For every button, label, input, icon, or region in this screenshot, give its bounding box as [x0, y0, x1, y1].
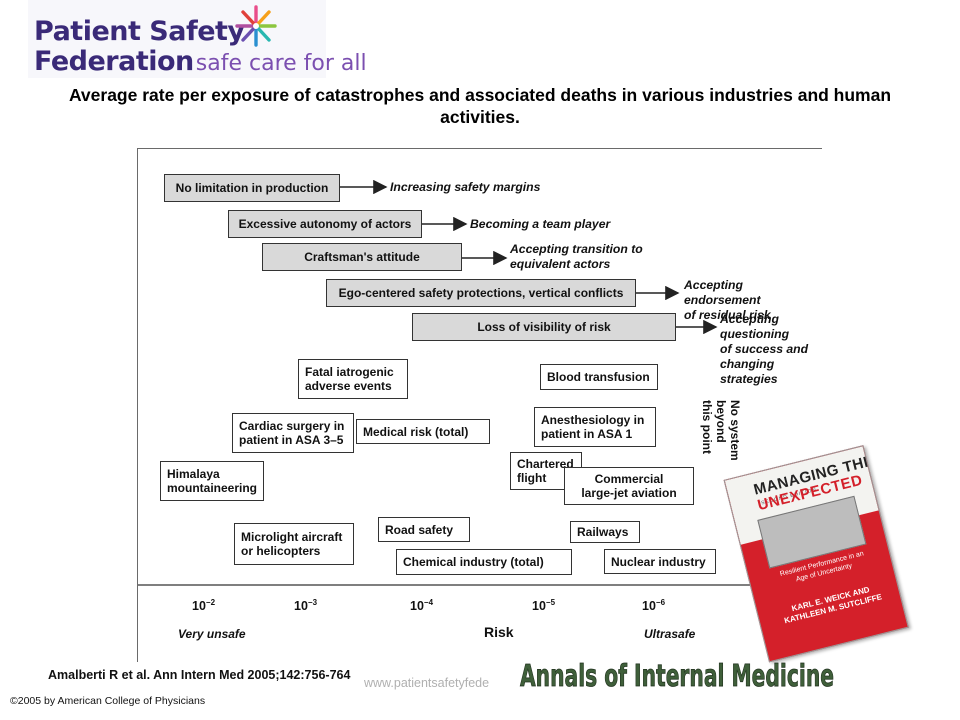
activity-road-safety: Road safety — [378, 517, 470, 542]
page-title: Average rate per exposure of catastrophe… — [68, 85, 892, 127]
arrow-text-5: Accepting questioning of success and cha… — [720, 312, 809, 386]
arrow-text-2: Becoming a team player — [470, 217, 611, 231]
book-authors: KARL E. WEICK AND KATHLEEN M. SUTCLIFFE — [783, 585, 883, 626]
tick-1e-6: 10−6 — [642, 598, 666, 614]
logo-background — [28, 0, 326, 78]
tick-1e-2: 10−2 — [192, 598, 216, 614]
axis-left-label: Very unsafe — [178, 627, 246, 641]
diagram-arrows — [138, 179, 822, 586]
activity-chemical-industry: Chemical industry (total) — [396, 549, 572, 575]
arrow-text-3: Accepting transition to equivalent actor… — [510, 242, 643, 271]
axis-title: Risk — [484, 624, 514, 640]
risk-diagram: No limitation in production Excessive au… — [137, 148, 822, 662]
journal-logo-text: Annals of Internal Medicine — [520, 659, 834, 694]
activity-himalaya: Himalaya mountaineering — [160, 461, 264, 501]
logo-star-icon — [235, 5, 277, 47]
arrow-text-4: Accepting endorsement of residual risk — [684, 278, 771, 322]
no-system-beyond-label: No system beyond this point — [700, 400, 742, 461]
activity-blood-transfusion: Blood transfusion — [540, 364, 658, 390]
activity-anesthesiology: Anesthesiology in patient in ASA 1 — [534, 407, 656, 447]
activity-microlight: Microlight aircraft or helicopters — [234, 523, 354, 565]
activity-fatal-iatrogenic: Fatal iatrogenic adverse events — [298, 359, 408, 399]
axis-right-label: Ultrasafe — [644, 627, 696, 641]
barrier-box-4: Ego-centered safety protections, vertica… — [326, 279, 636, 307]
journal-logo: Annals of Internal Medicine — [520, 659, 835, 694]
logo-tagline: safe care for all — [195, 51, 367, 76]
tick-1e-3: 10−3 — [294, 598, 318, 614]
logo-federation-word: Federation — [34, 46, 194, 77]
logo-text-federation: Federationsafe care for all — [34, 46, 367, 77]
citation: Amalberti R et al. Ann Intern Med 2005;1… — [48, 668, 351, 682]
watermark: www.patientsafetyfede — [364, 676, 490, 690]
activity-nuclear-industry: Nuclear industry — [604, 549, 716, 574]
copyright: ©2005 by American College of Physicians — [10, 695, 206, 707]
tick-1e-4: 10−4 — [410, 598, 434, 614]
barrier-box-1: No limitation in production — [164, 174, 340, 202]
barrier-box-5: Loss of visibility of risk — [412, 313, 676, 341]
tick-1e-5: 10−5 — [532, 598, 556, 614]
barrier-box-2: Excessive autonomy of actors — [228, 210, 422, 238]
arrow-text-1: Increasing safety margins — [390, 180, 541, 194]
activity-medical-risk: Medical risk (total) — [356, 419, 490, 444]
activity-cardiac-surgery: Cardiac surgery in patient in ASA 3–5 — [232, 413, 354, 453]
activity-commercial-aviation: Commercial large-jet aviation — [564, 467, 694, 505]
activity-railways: Railways — [570, 521, 640, 543]
logo-text-patient-safety: Patient Safety — [34, 16, 245, 47]
barrier-box-3: Craftsman's attitude — [262, 243, 462, 271]
